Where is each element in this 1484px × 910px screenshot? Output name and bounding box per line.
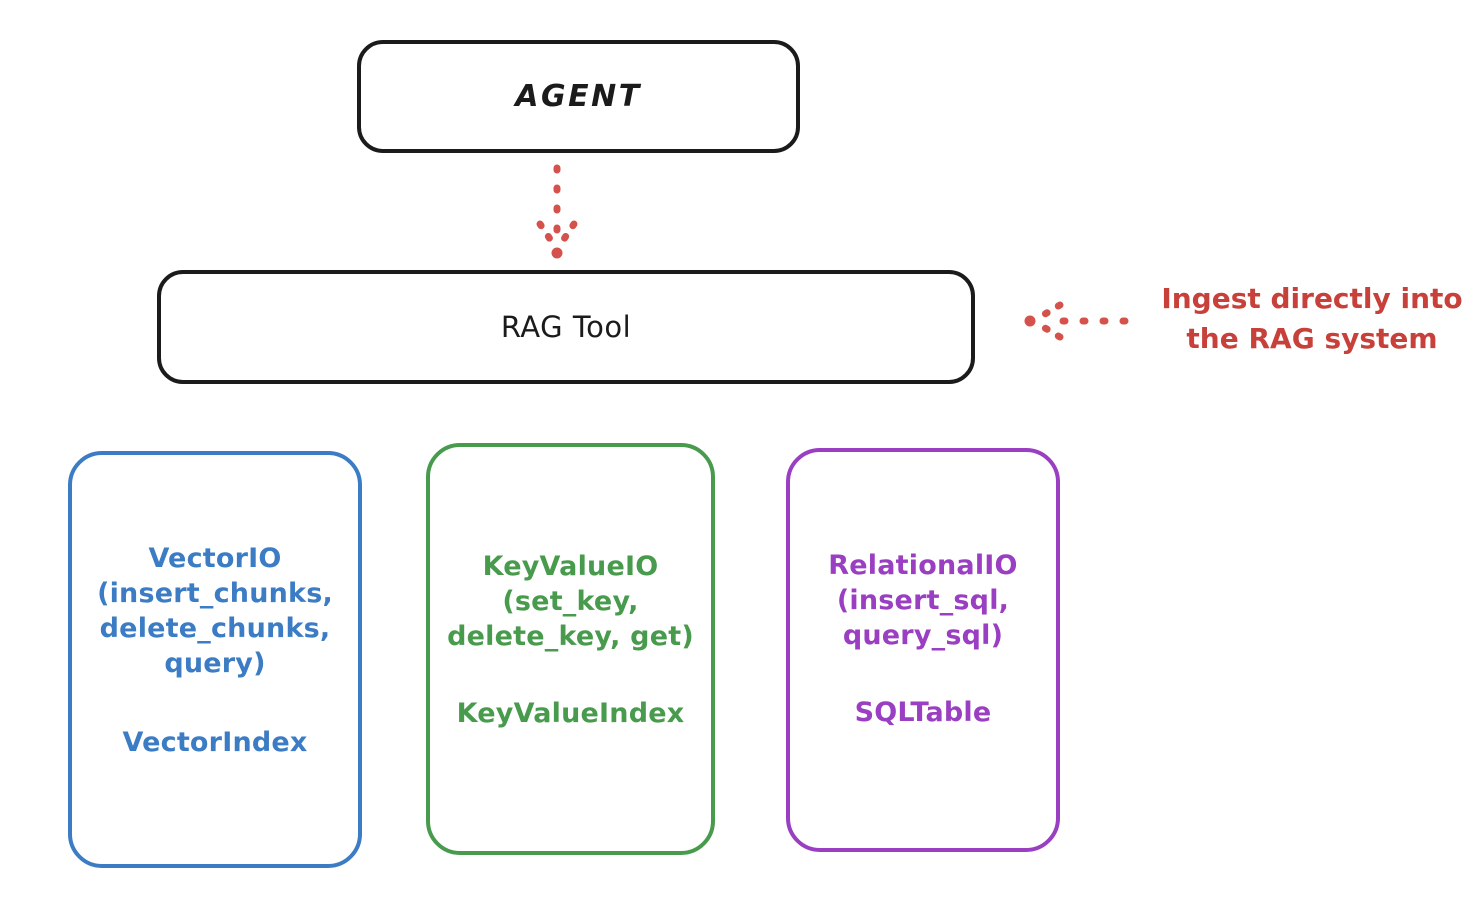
connector-ingest-to-rag-tool <box>1024 301 1129 341</box>
vector-io-content: VectorIO (insert_chunks, delete_chunks, … <box>72 455 358 758</box>
vector-io-card[interactable]: VectorIO (insert_chunks, delete_chunks, … <box>68 451 362 868</box>
connector-agent-to-rag-tool <box>536 164 578 259</box>
rag-tool-node[interactable]: RAG Tool <box>157 270 975 384</box>
agent-node[interactable]: AGENT <box>357 40 800 153</box>
vector-index-label: VectorIndex <box>122 727 308 759</box>
relational-io-content: RelationalIO (insert_sql, query_sql) SQL… <box>790 452 1056 728</box>
key-value-io-content: KeyValueIO (set_key, delete_key, get) Ke… <box>430 447 711 729</box>
relational-io-card[interactable]: RelationalIO (insert_sql, query_sql) SQL… <box>786 448 1060 852</box>
vector-io-api-label: VectorIO (insert_chunks, delete_chunks, … <box>97 543 333 680</box>
sql-table-label: SQLTable <box>854 697 992 729</box>
ingest-annotation-text: Ingest directly into the RAG system <box>1161 282 1463 355</box>
key-value-io-card[interactable]: KeyValueIO (set_key, delete_key, get) Ke… <box>426 443 715 855</box>
key-value-io-api-label: KeyValueIO (set_key, delete_key, get) <box>447 551 694 653</box>
rag-tool-label: RAG Tool <box>500 309 632 344</box>
relational-io-api-label: RelationalIO (insert_sql, query_sql) <box>828 550 1018 652</box>
agent-label: AGENT <box>515 78 642 114</box>
key-value-index-label: KeyValueIndex <box>456 698 685 730</box>
